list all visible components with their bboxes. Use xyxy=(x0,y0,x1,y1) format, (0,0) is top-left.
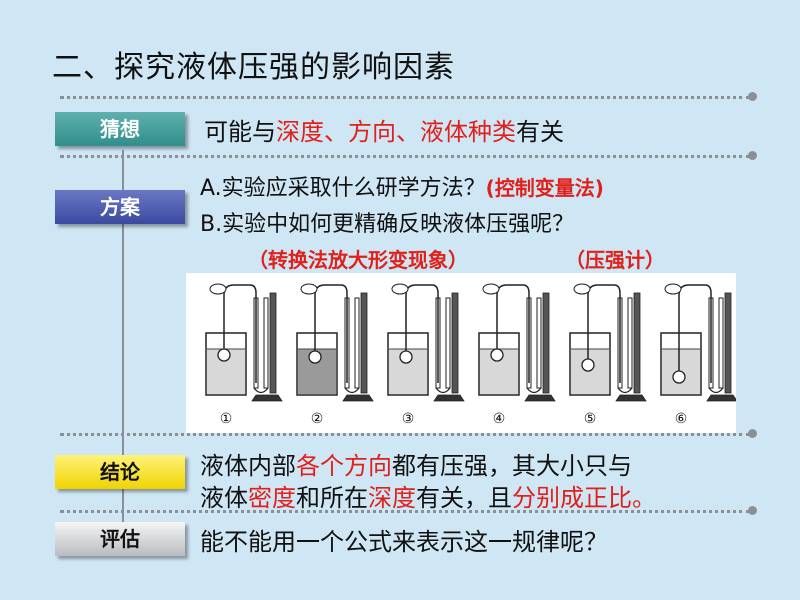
slide-title: 二、探究液体压强的影响因素 xyxy=(52,50,455,85)
plan-line-b: B.实验中如何更精确反映液体压强呢？ xyxy=(200,212,575,237)
stand-base xyxy=(251,394,283,402)
plan-line-a: A.实验应采取什么研学方法？(控制变量法) xyxy=(200,170,604,202)
beaker xyxy=(205,332,247,396)
beaker xyxy=(660,332,702,396)
conclusion-part: 液体内部 xyxy=(200,452,296,480)
guess-text: 可能与深度、方向、液体种类有关 xyxy=(204,112,564,147)
hand xyxy=(573,283,591,295)
u-tube-bottom xyxy=(617,387,633,394)
probe-head xyxy=(217,348,231,362)
experiment-label: ⑤ xyxy=(584,411,597,427)
hand xyxy=(391,283,409,295)
scale-board xyxy=(724,292,732,394)
u-tube-bottom xyxy=(526,387,542,394)
experiment-figure: ① ② ③ ④ ⑤ ⑥ xyxy=(186,273,738,433)
probe-head xyxy=(490,348,504,362)
experiment-label: ⑥ xyxy=(675,411,688,427)
divider-conclusion xyxy=(60,510,750,513)
beaker xyxy=(387,332,429,396)
conclusion-part: 和所在 xyxy=(296,484,368,512)
scale-board xyxy=(633,292,641,394)
stand-base xyxy=(524,394,556,402)
u-tube-left xyxy=(708,297,714,389)
conclusion-line-2: 液体密度和所在深度有关，且分别成正比。 xyxy=(200,478,656,513)
u-tube-left xyxy=(344,297,350,389)
conclusion-highlight: 密度 xyxy=(248,484,296,512)
stand-base xyxy=(706,394,738,402)
guess-suffix: 有关 xyxy=(516,118,564,146)
experiment-label: ④ xyxy=(493,411,506,427)
stand-base xyxy=(342,394,374,402)
u-tube-left xyxy=(435,297,441,389)
hand xyxy=(209,283,227,295)
u-tube-right xyxy=(445,297,451,389)
divider-dot xyxy=(748,429,757,438)
u-tube-bottom xyxy=(708,387,724,394)
divider-dot xyxy=(748,151,757,160)
experiment-label: ① xyxy=(220,411,233,427)
probe-head xyxy=(672,370,686,384)
conclusion-highlight: 深度 xyxy=(368,484,416,512)
plan-question-a: A.实验应采取什么研学方法？ xyxy=(200,176,486,201)
hand xyxy=(482,283,500,295)
scale-board xyxy=(360,292,368,394)
stand-base xyxy=(615,394,647,402)
conclusion-tag: 结论 xyxy=(55,455,185,489)
scale-board xyxy=(451,292,459,394)
beaker xyxy=(569,332,611,396)
probe-head xyxy=(581,358,595,372)
experiment-label: ② xyxy=(311,411,324,427)
hand xyxy=(300,283,318,295)
evaluate-tag: 评估 xyxy=(55,522,185,556)
u-tube-right xyxy=(354,297,360,389)
plan-tag: 方案 xyxy=(55,190,185,224)
u-tube-right xyxy=(627,297,633,389)
divider-dot xyxy=(748,506,757,515)
conclusion-part: 液体 xyxy=(200,484,248,512)
liquid xyxy=(571,349,609,394)
scale-board xyxy=(269,292,277,394)
probe-head xyxy=(308,350,322,364)
pressure-gauge-experiments: ① ② ③ ④ ⑤ ⑥ xyxy=(205,283,738,427)
conclusion-part: 有关，且 xyxy=(416,484,512,512)
guess-tag: 猜想 xyxy=(55,112,185,146)
divider-top xyxy=(60,96,750,99)
probe-head xyxy=(399,350,413,364)
divider-dot xyxy=(748,92,757,101)
guess-highlight: 深度、方向、液体种类 xyxy=(276,118,516,146)
beaker xyxy=(478,332,520,396)
u-tube-bottom xyxy=(253,387,269,394)
u-tube-bottom xyxy=(435,387,451,394)
u-tube-left xyxy=(526,297,532,389)
divider-plan xyxy=(60,433,750,436)
conclusion-line-1: 液体内部各个方向都有压强，其大小只与 xyxy=(200,446,632,481)
stand-base xyxy=(433,394,465,402)
u-tube-right xyxy=(718,297,724,389)
plan-answer-a: (控制变量法) xyxy=(485,176,604,200)
u-tube-right xyxy=(263,297,269,389)
conclusion-highlight: 分别成正比。 xyxy=(512,484,656,512)
plan-method-2: （压强计） xyxy=(565,248,665,272)
u-tube-right xyxy=(536,297,542,389)
u-tube-left xyxy=(253,297,259,389)
experiment-label: ③ xyxy=(402,411,415,427)
scale-board xyxy=(542,292,550,394)
beaker xyxy=(296,332,338,396)
guess-prefix: 可能与 xyxy=(204,118,276,146)
conclusion-part: 都有压强，其大小只与 xyxy=(392,452,632,480)
evaluate-text: 能不能用一个公式来表示这一规律呢？ xyxy=(200,528,608,556)
u-tube-left xyxy=(617,297,623,389)
plan-method-1: （转换法放大形变现象） xyxy=(248,248,468,272)
u-tube-bottom xyxy=(344,387,360,394)
conclusion-highlight: 各个方向 xyxy=(296,452,392,480)
divider-guess xyxy=(60,155,750,158)
vertical-rule xyxy=(122,150,124,550)
hand xyxy=(664,283,682,295)
